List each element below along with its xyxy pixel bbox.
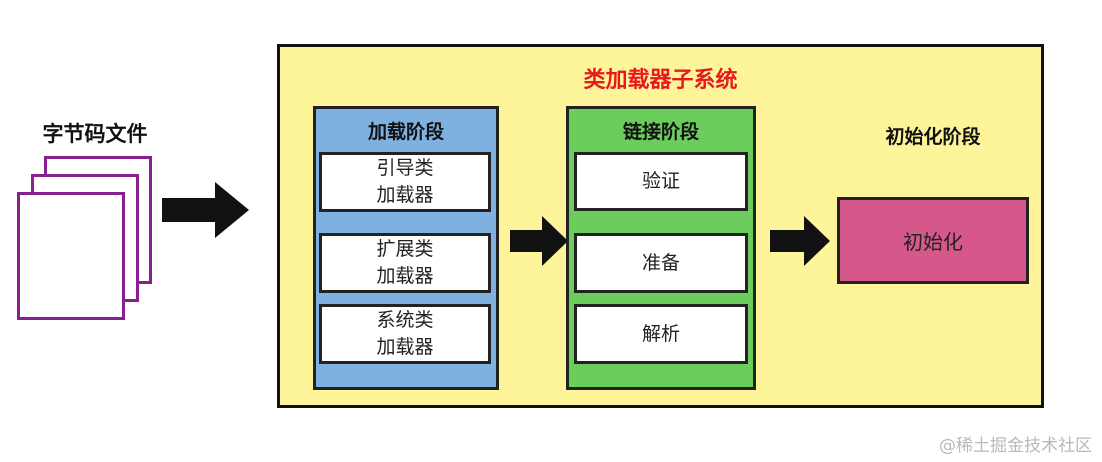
item-line: 系统类 [376, 309, 434, 331]
verification-step: 验证 [574, 152, 748, 211]
bootstrap-classloader: 引导类 加载器 [319, 152, 491, 212]
item-line: 扩展类 [376, 238, 434, 260]
extension-classloader: 扩展类 加载器 [319, 233, 491, 293]
item-line: 加载器 [376, 184, 434, 206]
bytecode-file-label: 字节码文件 [42, 122, 148, 146]
item-line: 引导类 [376, 157, 434, 179]
subsystem-title: 类加载器子系统 [583, 68, 738, 93]
file-page-icon [17, 192, 125, 320]
watermark: @稀土掘金技术社区 [939, 436, 1092, 456]
initialization-phase-title: 初始化阶段 [885, 126, 981, 148]
arrow-right-icon [770, 216, 830, 266]
item-line: 加载器 [376, 265, 434, 287]
initialization-box: 初始化 [837, 197, 1029, 284]
resolution-step: 解析 [574, 304, 748, 364]
linking-phase-title: 链接阶段 [622, 121, 699, 143]
arrow-right-icon [162, 182, 249, 238]
loading-phase-title: 加载阶段 [367, 121, 444, 143]
item-line: 加载器 [376, 336, 434, 358]
arrow-right-icon [510, 216, 568, 266]
system-classloader: 系统类 加载器 [319, 304, 491, 364]
preparation-step: 准备 [574, 233, 748, 293]
